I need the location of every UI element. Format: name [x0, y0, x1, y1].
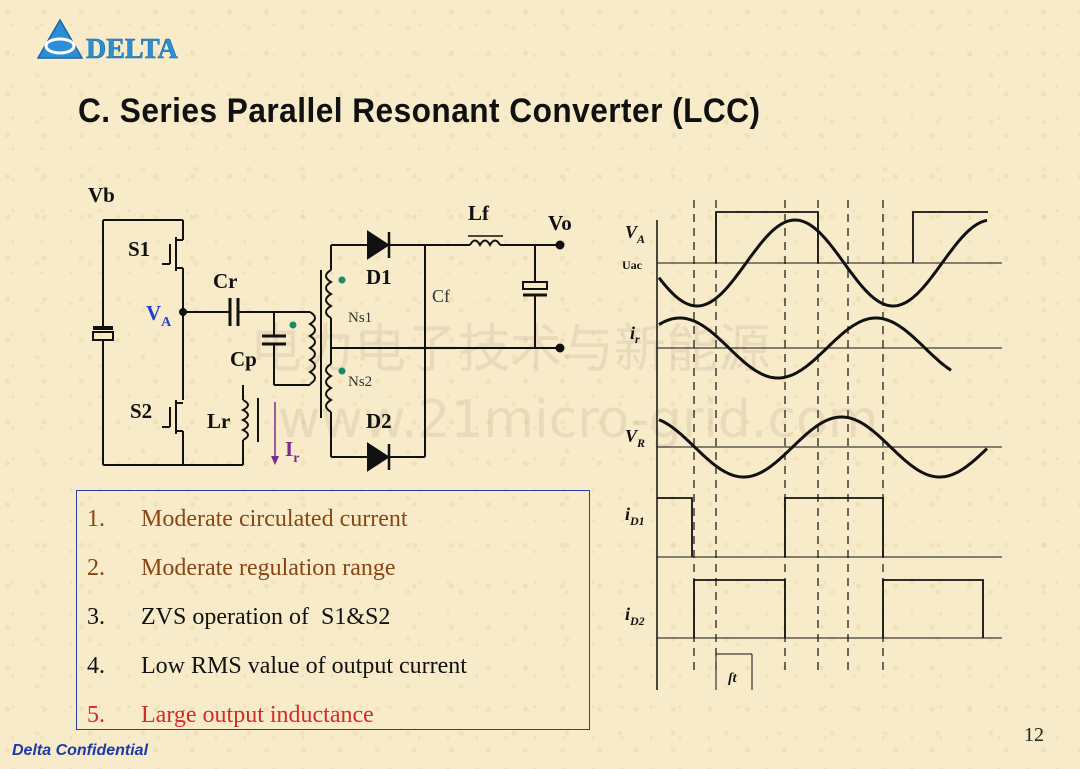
label-cr: Cr	[213, 269, 238, 293]
list-item: 3. ZVS operation of S1&S2	[87, 595, 589, 644]
ns1-winding	[325, 269, 333, 319]
list-item: 5. Large output inductance	[87, 693, 589, 742]
uac-sine-wave	[657, 218, 988, 308]
lcc-circuit-diagram: Vb S1 S2 Cr Cp Lr D1 D2 Lf Vo VA Ir Ns1 …	[88, 183, 572, 472]
list-item-number: 2.	[87, 555, 105, 581]
label-d2: D2	[366, 409, 392, 433]
cout-plate-top	[522, 281, 548, 290]
wave-label-ir: ir	[630, 323, 640, 346]
label-vb: Vb	[88, 183, 115, 207]
phase-marker	[715, 653, 753, 690]
waveform-baselines	[657, 262, 1002, 639]
timing-dashed-lines	[693, 200, 884, 670]
list-item-text: Large output inductance	[141, 702, 374, 728]
lr-inductor	[240, 399, 249, 441]
s2-mosfet-icon	[162, 400, 183, 434]
page-title: C. Series Parallel Resonant Converter (L…	[78, 92, 761, 130]
s1-mosfet-icon	[162, 237, 184, 271]
label-lr: Lr	[207, 409, 230, 433]
feature-list: 1. Moderate circulated current 2. Moderate…	[77, 491, 589, 742]
confidential-footer: Delta Confidential	[12, 742, 149, 759]
label-s1: S1	[128, 237, 150, 261]
list-item-number: 5.	[87, 702, 105, 728]
ns2-winding	[325, 363, 333, 413]
label-ns2: Ns2	[348, 374, 372, 390]
vo-minus-terminal	[555, 343, 565, 353]
label-s2: S2	[130, 399, 152, 423]
wave-label-id2: iD2	[625, 604, 645, 628]
list-item-text: Moderate regulation range	[141, 555, 396, 581]
wave-label-marker: ſt	[728, 671, 738, 686]
page-number: 12	[1024, 724, 1044, 746]
wave-label-va: VA	[625, 222, 645, 246]
id1-pulse-wave	[657, 497, 884, 557]
ns2-dot	[338, 367, 346, 375]
source-capacitor	[92, 331, 114, 341]
label-d1: D1	[366, 265, 392, 289]
list-item: 1. Moderate circulated current	[87, 497, 589, 546]
list-item-number: 4.	[87, 653, 105, 679]
list-item: 4. Low RMS value of output current	[87, 644, 589, 693]
label-cf: Cf	[432, 286, 450, 306]
logo-text: DELTA	[86, 34, 179, 64]
list-item-text: Moderate circulated current	[141, 506, 408, 532]
list-item-text: Low RMS value of output current	[141, 653, 467, 679]
primary-dot	[289, 321, 297, 329]
ns1-dot	[338, 276, 346, 284]
list-item: 2. Moderate regulation range	[87, 546, 589, 595]
va-square-wave	[715, 211, 988, 263]
vr-sine-wave	[658, 415, 989, 479]
label-lf: Lf	[468, 201, 490, 225]
list-item-number: 3.	[87, 604, 105, 630]
wave-label-vr: VR	[625, 426, 645, 450]
list-item-text: ZVS operation of S1&S2	[141, 604, 391, 630]
id2-pulse-wave	[693, 579, 984, 638]
ir-arrow-head-icon	[271, 456, 279, 465]
lcc-waveforms: VA ir VR iD1 iD2 ſt Uac	[622, 200, 1002, 690]
label-cp: Cp	[230, 347, 257, 371]
primary-winding	[308, 311, 316, 385]
vo-plus-terminal	[555, 240, 565, 250]
wave-label-uac: Uac	[622, 258, 643, 272]
delta-logo: DELTA	[36, 18, 179, 64]
delta-logo-swoosh	[44, 37, 76, 55]
label-ns1: Ns1	[348, 310, 372, 326]
lf-inductor	[469, 239, 501, 248]
label-ir: Ir	[285, 437, 299, 466]
d1-diode-icon	[367, 230, 390, 260]
ir-sine-wave	[658, 316, 952, 380]
d2-diode-icon	[367, 442, 390, 472]
label-vo: Vo	[548, 211, 572, 235]
list-item-number: 1.	[87, 506, 105, 532]
wave-label-id1: iD1	[625, 504, 645, 528]
feature-list-box: 1. Moderate circulated current 2. Moderate…	[76, 490, 590, 730]
label-va: VA	[146, 301, 172, 330]
